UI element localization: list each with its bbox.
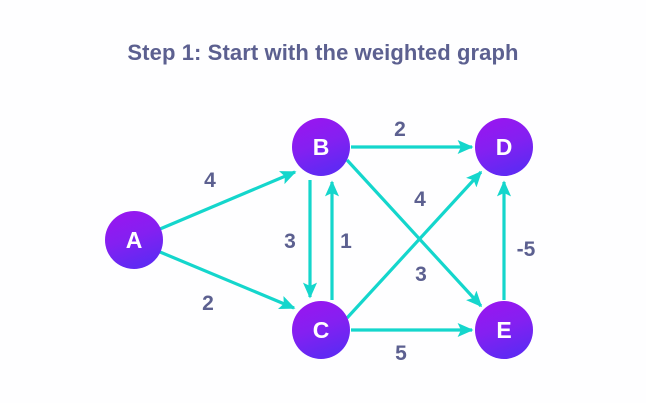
edge-a-to-c [159, 250, 296, 310]
node-b-label: B [313, 134, 330, 160]
node-b-circle[interactable] [292, 118, 350, 176]
node-e-label: E [496, 317, 511, 343]
node-d-circle[interactable] [475, 118, 533, 176]
edge-weight-c-b: 1 [340, 230, 352, 253]
node-b[interactable]: B [292, 118, 350, 176]
edge-weight-b-e: 3 [415, 263, 427, 286]
edge-weight-c-e: 5 [395, 342, 407, 365]
node-e-circle[interactable] [475, 301, 533, 359]
edge-weight-c-d: 4 [414, 188, 426, 211]
nodes-layer: A B C D E [105, 118, 533, 359]
node-d-label: D [496, 134, 513, 160]
edge-weight-a-b: 4 [204, 169, 216, 192]
edge-c-to-d [345, 170, 483, 320]
edge-weight-e-d: -5 [517, 238, 536, 261]
page-title: Step 1: Start with the weighted graph [127, 40, 519, 65]
edge-weight-b-d: 2 [394, 118, 406, 141]
edges-layer [159, 139, 512, 338]
node-a-label: A [126, 227, 143, 253]
node-c-label: C [313, 317, 330, 343]
node-e[interactable]: E [475, 301, 533, 359]
node-d[interactable]: D [475, 118, 533, 176]
edge-a-to-b [159, 170, 297, 231]
edge-b-to-e [345, 158, 483, 308]
edge-weights-layer: 4 2 2 3 1 4 3 5 -5 [202, 118, 535, 365]
edge-weight-b-c: 3 [284, 230, 296, 253]
node-a-circle[interactable] [105, 211, 163, 269]
node-a[interactable]: A [105, 211, 163, 269]
node-c-circle[interactable] [292, 301, 350, 359]
edge-weight-a-c: 2 [202, 292, 214, 315]
node-c[interactable]: C [292, 301, 350, 359]
